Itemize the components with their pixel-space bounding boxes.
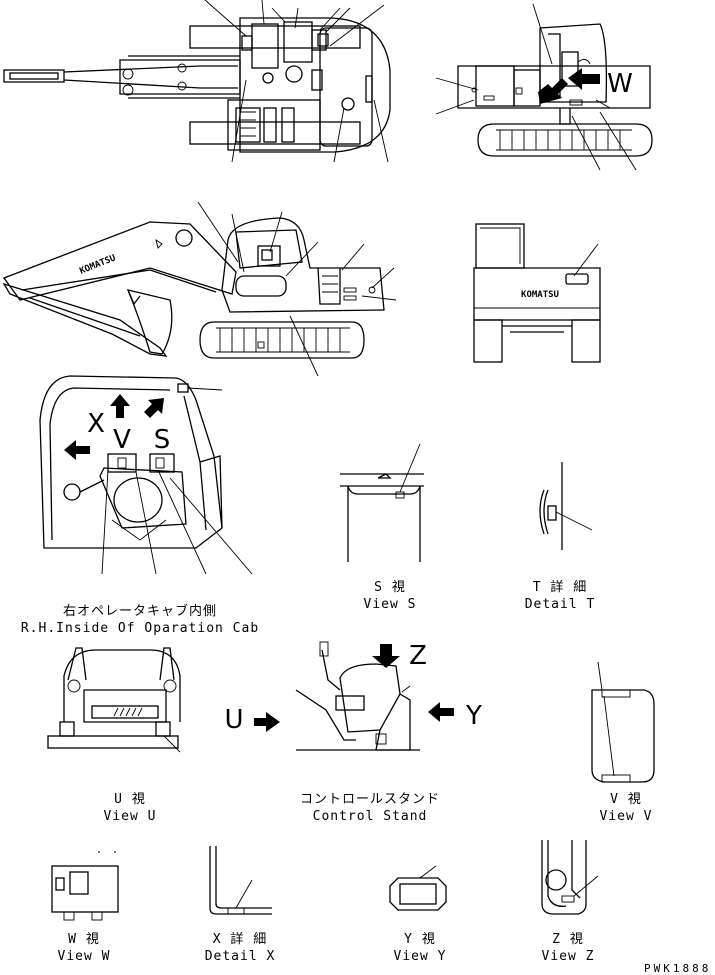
detail-t-caption-jp: T 詳 細 [532,580,588,595]
drawing-code: PWK1888 [644,962,712,975]
view-w-caption-jp: W 視 [68,932,100,947]
detail-t-caption-en: Detail T [524,597,596,612]
view-y-caption-jp: Y 視 [404,932,436,947]
cab-interior [39,375,253,575]
view-z-caption-jp: Z 視 [552,932,584,947]
rear-komatsu-logo: KOMATSU [521,290,559,300]
view-s [340,443,424,562]
detail-x-caption-en: Detail X [204,949,276,964]
rear-view-excavator [473,223,601,363]
detail-t [539,462,593,550]
view-s-caption-en: View S [363,597,417,612]
view-letter-v: V [113,425,131,455]
view-letter-z: Z [409,641,427,671]
cab-caption-jp: 右オペレータキャブ内側 [62,604,218,619]
top-view-excavator [3,0,391,163]
view-letter-w: W [607,69,633,99]
view-letter-u: U [224,705,244,735]
control-stand [254,641,454,751]
control-stand-caption-jp: コントロールスタンド [299,792,441,807]
view-v-caption-en: View V [599,809,653,824]
detail-x-caption-jp: X 詳 細 [212,932,268,947]
view-letter-y: Y [466,701,482,731]
view-v-caption-jp: V 視 [610,792,642,807]
view-letter-x: X [87,409,105,439]
view-z [541,840,599,915]
view-z-caption-en: View Z [541,949,595,964]
view-y-caption-en: View Y [393,949,447,964]
detail-x [209,846,272,915]
control-stand-caption-en: Control Stand [312,809,428,824]
side-view-excavator [2,201,397,377]
view-w-caption-en: View W [57,949,111,964]
view-w [51,851,119,921]
view-letter-s: S [153,425,171,455]
view-s-caption-jp: S 視 [374,580,406,595]
view-y [389,865,447,911]
view-u-caption-en: View U [103,809,157,824]
view-v [591,661,655,783]
cab-caption-en: R.H.Inside Of Oparation Cab [20,621,260,636]
view-u [47,647,181,753]
view-u-caption-jp: U 視 [114,792,146,807]
rear-quarter-view [435,3,653,171]
